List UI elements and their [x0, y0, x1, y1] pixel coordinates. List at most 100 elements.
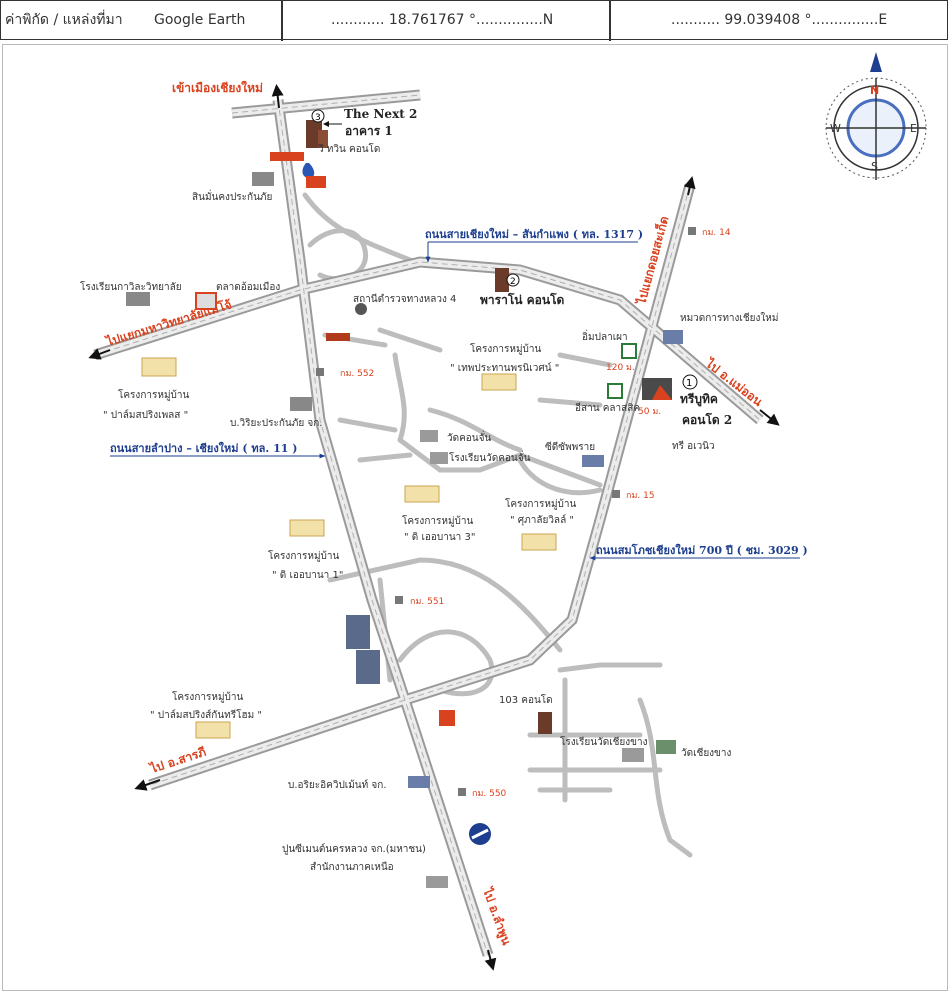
svg-text:ถนนสายเชียงใหม่ – สันกำแพง ( ท: ถนนสายเชียงใหม่ – สันกำแพง ( ทล. 1317 )	[425, 227, 643, 241]
svg-text:" ดิ เออบานา 3": " ดิ เออบานา 3"	[404, 532, 475, 543]
compass-rose: N S E W	[825, 52, 927, 180]
road-callout-11: ถนนสายลำปาง – เชียงใหม่ ( ทล. 11 )	[110, 441, 326, 459]
svg-text:กม. 14: กม. 14	[702, 228, 731, 238]
village-suk: โครงการหมู่บ้าน " ศุภาลัยวิลล์ "	[505, 497, 577, 551]
road-label-to-city: เข้าเมืองเชียงใหม่	[172, 80, 263, 95]
svg-text:พาราโน่ คอนโด: พาราโน่ คอนโด	[480, 292, 565, 307]
svg-text:โครงการหมู่บ้าน: โครงการหมู่บ้าน	[118, 388, 190, 401]
wat-chan-label: วัดคอนจั่น	[447, 430, 492, 444]
road-callout-3029: ถนนสมโภชเชียงใหม่ 700 ปี ( ชม. 3029 )	[589, 543, 808, 561]
village-palm-spring: โครงการหมู่บ้าน " ปาล์มสปริงเพลส "	[103, 357, 190, 421]
temple-icon	[420, 430, 438, 442]
village-palm-sri: โครงการหมู่บ้าน " ปาล์มสปริงส์กันทรีโฮม …	[150, 690, 262, 739]
svg-text:คอนโด 2: คอนโด 2	[682, 412, 732, 427]
school-label: โรงเรียนกาวิละวิทยาลัย	[80, 280, 182, 293]
insurance-label: สินมั่นคงประกันภัย	[192, 189, 272, 203]
svg-text:กม. 15: กม. 15	[626, 491, 655, 501]
north-arrow-icon	[870, 52, 882, 72]
school-building-icon	[126, 292, 150, 306]
school-chan-label: โรงเรียนวัดคอนจั่น	[449, 450, 531, 464]
svg-text:" ปาล์มสปริงส์กันทรีโฮม ": " ปาล์มสปริงส์กันทรีโฮม "	[150, 708, 262, 721]
townhouse-rows	[346, 615, 380, 684]
direction-arrows	[88, 84, 780, 971]
main-roads	[93, 89, 764, 957]
village-di1: โครงการหมู่บ้าน " ดิ เออบานา 1"	[268, 519, 343, 581]
distance-50: 50 ม.	[638, 407, 661, 417]
svg-text:กม. 552: กม. 552	[340, 369, 374, 379]
svg-text:" ดิ เออบานา 1": " ดิ เออบานา 1"	[272, 570, 343, 581]
svg-text:โครงการหมู่บ้าน: โครงการหมู่บ้าน	[470, 342, 542, 355]
three-boutique-marker: 1 ทรีบูทิค คอนโด 2	[642, 374, 732, 427]
market-icon	[195, 292, 217, 310]
condo103-label: 103 คอนโด	[499, 693, 553, 706]
svg-text:ถนนสมโภชเชียงใหม่ 700 ปี ( ชม.: ถนนสมโภชเชียงใหม่ 700 ปี ( ชม. 3029 )	[596, 543, 808, 557]
cement-label: ปูนซีเมนต์นครหลวง จก.(มหาชน)	[282, 843, 426, 855]
restaurant-icon	[621, 343, 637, 359]
svg-text:โครงการหมู่บ้าน: โครงการหมู่บ้าน	[505, 497, 577, 510]
distance-120: 120 ม.	[606, 363, 635, 373]
km-markers: กม. 14 กม. 552 กม. 15 กม. 551 กม. 550	[316, 227, 731, 799]
wiriya-label: บ.วิริยะประกันภัย จก.	[230, 418, 322, 429]
svg-text:" ปาล์มสปริงเพลส ": " ปาล์มสปริงเพลส "	[103, 409, 188, 421]
svg-text:3: 3	[315, 113, 321, 123]
svg-text:กม. 551: กม. 551	[410, 597, 444, 607]
gas-station-icon	[302, 163, 326, 188]
bridge-marker	[270, 152, 304, 161]
cement-office-icon	[426, 876, 448, 888]
svg-text:โครงการหมู่บ้าน: โครงการหมู่บ้าน	[172, 690, 244, 703]
highway-office-label: หมวดการทางเชียงใหม่	[680, 312, 778, 324]
svg-text:โครงการหมู่บ้าน: โครงการหมู่บ้าน	[268, 549, 340, 562]
svg-text:1: 1	[686, 378, 692, 389]
svg-text:2: 2	[510, 277, 516, 287]
svg-text:" ศุภาลัยวิลล์ ": " ศุภาลัยวิลล์ "	[510, 514, 574, 526]
compass-e: E	[910, 122, 917, 135]
header-divider	[609, 1, 611, 41]
market-label: ตลาดอ้อมเมือง	[216, 281, 280, 293]
minor-roads	[302, 192, 693, 858]
village-thep: โครงการหมู่บ้าน " เทพประทานพรนิเวศน์ "	[450, 342, 559, 391]
svg-text:ทรีบูทิค: ทรีบูทิค	[680, 392, 718, 407]
shop-sign-icon	[326, 333, 350, 341]
svg-text:อาคาร 1: อาคาร 1	[345, 124, 393, 138]
svg-text:โครงการหมู่บ้าน: โครงการหมู่บ้าน	[402, 514, 474, 527]
the-next-2-marker: 3 The Next 2 อาคาร 1	[306, 107, 417, 148]
v-twin-label: วี ทวิน คอนโด	[318, 142, 381, 155]
coordinates-header: ค่าพิกัด / แหล่งที่มา Google Earth .....…	[0, 0, 948, 41]
svg-text:กม. 550: กม. 550	[472, 789, 507, 799]
svg-text:The Next 2: The Next 2	[344, 107, 417, 121]
insurance-building-icon	[252, 172, 274, 186]
coordinates-label: ค่าพิกัด / แหล่งที่มา	[5, 12, 123, 28]
map-frame	[2, 44, 948, 991]
parano-condo-marker: 2 พาราโน่ คอนโด	[480, 268, 565, 307]
wiriya-building-icon	[290, 397, 312, 411]
condo103-building-icon	[538, 712, 552, 734]
compass-s: S	[871, 160, 878, 173]
longitude-value: ........... 99.039408 °...............E	[671, 12, 888, 28]
latitude-value: ............ 18.761767 °...............N	[331, 12, 554, 28]
school-wat-icon	[622, 748, 644, 762]
police-label: สถานีตำรวจทางหลวง 4	[353, 293, 456, 305]
village-di3: โครงการหมู่บ้าน " ดิ เออบานา 3"	[402, 485, 475, 543]
police-icon	[355, 303, 367, 315]
school-icon	[430, 452, 448, 464]
svg-text:ถนนสายลำปาง – เชียงใหม่ ( ทล.: ถนนสายลำปาง – เชียงใหม่ ( ทล. 11 )	[110, 441, 297, 455]
compass-n: N	[870, 84, 879, 97]
school-wat-label: โรงเรียนวัดเชียงขาง	[560, 735, 648, 748]
arisa-label: บ.อริยะอิควิปเม้นท์ จก.	[288, 779, 387, 791]
header-divider	[281, 1, 283, 41]
svg-text:" เทพประทานพรนิเวศน์ ": " เทพประทานพรนิเวศน์ "	[450, 362, 559, 374]
cement-logo-icon	[469, 823, 491, 845]
wat-icon	[656, 740, 676, 754]
cd-supply-label: ซีดีซัพพราย	[545, 441, 595, 453]
road-callout-1317: ถนนสายเชียงใหม่ – สันกำแพง ( ทล. 1317 )	[425, 227, 643, 263]
pla-pao-label: อิ่มปลาเผา	[582, 329, 628, 343]
source-value: Google Earth	[154, 12, 246, 28]
isan-label: อีสาน คลาสสิค	[575, 402, 640, 414]
wat-label: วัดเชียงขาง	[681, 747, 732, 759]
cement-office-label: สำนักงานภาคเหนือ	[310, 861, 394, 873]
compass-w: W	[830, 122, 841, 135]
cd-supply-icon	[582, 455, 604, 467]
factory-icon	[439, 710, 455, 726]
arisa-icon	[408, 776, 430, 788]
